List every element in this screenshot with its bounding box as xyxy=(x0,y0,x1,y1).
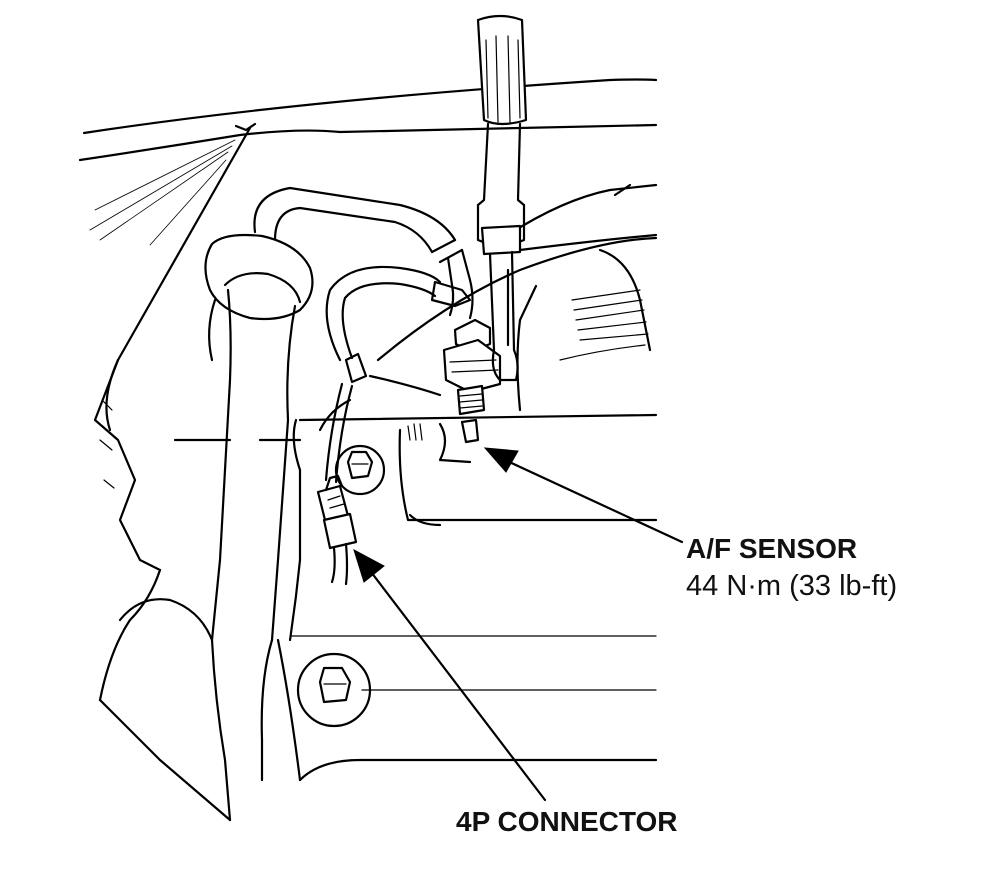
bolt-lower xyxy=(296,652,372,728)
connector-label: 4P CONNECTOR xyxy=(456,806,678,837)
exhaust-pipe xyxy=(98,233,314,822)
socket-wrench xyxy=(476,14,528,382)
upper-hose xyxy=(253,186,474,320)
arrow-connector xyxy=(353,548,547,802)
af-sensor xyxy=(407,318,502,464)
arrow-af-sensor xyxy=(483,447,684,544)
frame-member xyxy=(93,126,252,572)
hood-edge xyxy=(78,78,658,246)
connector-4p xyxy=(316,474,358,586)
bolt-upper xyxy=(334,444,386,496)
engine-block xyxy=(173,413,658,782)
af-sensor-torque: 44 N·m (33 lb-ft) xyxy=(686,570,898,602)
af-sensor-label: A/F SENSOR xyxy=(686,533,858,564)
sensor-harness xyxy=(318,265,472,484)
